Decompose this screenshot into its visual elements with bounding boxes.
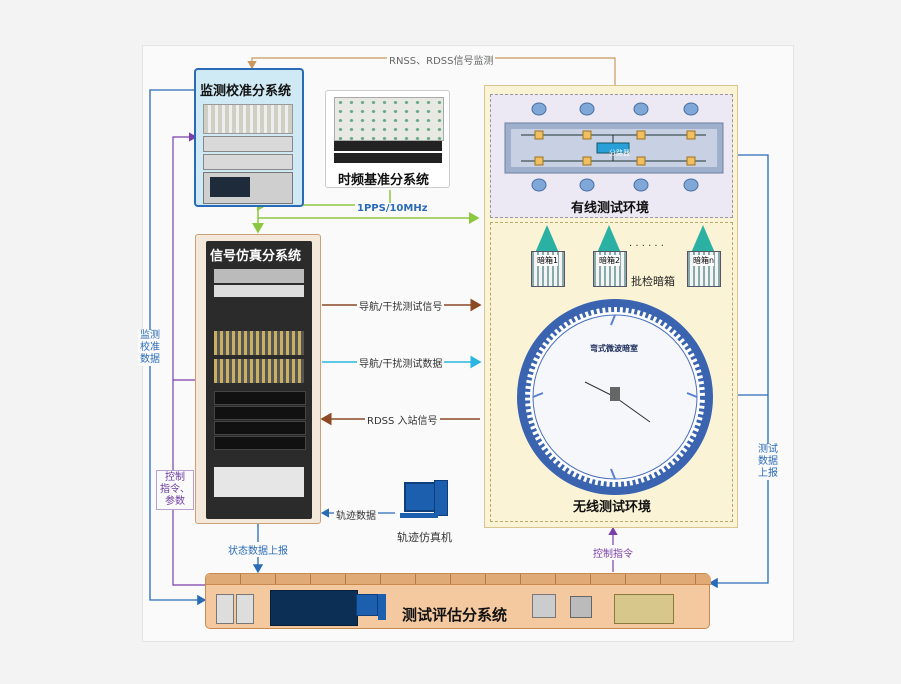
control-line: [172, 132, 205, 586]
control-params-label: 控制 指令、 参数: [156, 470, 194, 510]
test-environment: 分路器 有线测试环境 暗箱1 暗箱2 · · · · · · 暗箱n 批检暗箱: [484, 85, 738, 528]
dark-box-2-antenna: [597, 225, 621, 253]
rack-unit-6: [214, 406, 306, 420]
wired-network-graphic: [504, 102, 724, 192]
track-data-label: 轨迹数据: [334, 507, 378, 522]
control-screen-icon: [270, 590, 358, 626]
report-label-line-1: 测试: [758, 444, 778, 455]
test-report-label: 测试 数据 上报: [755, 444, 781, 480]
track-sim-label: 轨迹仿真机: [395, 529, 454, 545]
rack-unit-4: [214, 359, 304, 383]
report-label-line-3: 上报: [758, 468, 778, 479]
time-freq-unit-2: [334, 153, 442, 163]
instrument-1: [203, 104, 293, 134]
rnss-label: RNSS、RDSS信号监测: [387, 52, 496, 67]
control-cmd-label: 控制指令: [591, 545, 635, 560]
dark-box-2-label: 暗箱2: [599, 255, 621, 266]
instrument-3: [203, 154, 293, 170]
control-station-icon: [614, 594, 674, 624]
anechoic-chamber-graphic: [517, 299, 713, 495]
eval-subsystem-title: 测试评估分系统: [402, 606, 508, 624]
server-icon-2: [236, 594, 254, 624]
wired-test-env[interactable]: 分路器 有线测试环境: [490, 94, 733, 218]
wired-env-title: 有线测试环境: [571, 201, 650, 216]
monitor-data-label: 监测 校准 数据: [138, 330, 162, 366]
dark-box-1-label: 暗箱1: [537, 255, 559, 266]
instrument-stack: [203, 104, 293, 204]
rack-unit-5: [214, 391, 306, 405]
splitter-label: 分路器: [609, 149, 630, 157]
control-label-line-3: 参数: [165, 496, 185, 507]
eval-bus: [206, 574, 711, 585]
dark-box-n-antenna: [691, 225, 715, 253]
track-sim-computer[interactable]: [398, 480, 448, 522]
rack-unit-8: [214, 436, 306, 450]
rack-unit-9: [214, 467, 304, 497]
monitor-subsystem[interactable]: 监测校准分系统: [194, 68, 304, 207]
server-icon-1: [216, 594, 234, 624]
rack-unit-1: [214, 269, 304, 283]
rack-cabinet: 信号仿真分系统: [206, 241, 312, 519]
wireless-env-title: 无线测试环境: [573, 500, 652, 515]
nav-data-label: 导航/干扰测试数据: [357, 355, 445, 370]
rack-unit-2: [214, 285, 304, 297]
control-label-line-2: 指令、: [160, 484, 190, 495]
dark-box-n: 暗箱n: [683, 225, 723, 289]
workstation-icon: [356, 594, 378, 616]
control-label-line-1: 控制: [165, 472, 185, 483]
test-report-line: [708, 154, 769, 589]
time-freq-unit-1: [334, 141, 442, 151]
time-freq-title: 时频基准分系统: [338, 173, 430, 188]
dark-box-dots: · · · · · ·: [629, 241, 664, 252]
printer-icon-2: [570, 596, 592, 618]
signal-sim-title: 信号仿真分系统: [210, 249, 302, 264]
monitor-subsystem-title: 监测校准分系统: [200, 84, 292, 99]
monitor-label-line-3: 数据: [140, 354, 160, 365]
dark-box-1-antenna: [535, 225, 559, 253]
rack-unit-3: [214, 331, 304, 355]
monitor-label-line-1: 监测: [140, 330, 160, 341]
dark-box-2-body: [593, 251, 627, 287]
rack-unit-7: [214, 421, 306, 435]
signal-sim-subsystem[interactable]: 信号仿真分系统: [195, 234, 321, 524]
anechoic-label: 弯式微波暗室: [590, 344, 638, 353]
nav-signal-label: 导航/干扰测试信号: [357, 298, 445, 313]
monitor-label-line-2: 校准: [140, 342, 160, 353]
dark-box-2: 暗箱2: [589, 225, 629, 289]
time-freq-subsystem[interactable]: 时频基准分系统: [325, 90, 450, 188]
workstation-tower-icon: [378, 594, 386, 620]
batch-dark-box-label: 批检暗箱: [631, 275, 675, 288]
tower-icon: [434, 480, 448, 516]
printer-icon-1: [532, 594, 556, 618]
dark-box-1: 暗箱1: [527, 225, 567, 289]
wireless-test-env[interactable]: 暗箱1 暗箱2 · · · · · · 暗箱n 批检暗箱 弯式微波暗室 无: [490, 222, 733, 522]
keyboard-icon: [400, 513, 438, 518]
dark-box-n-label: 暗箱n: [693, 255, 715, 266]
instrument-2: [203, 136, 293, 152]
pps-label: 1PPS/10MHz: [355, 203, 430, 214]
status-report-label: 状态数据上报: [226, 542, 290, 557]
report-label-line-2: 数据: [758, 456, 778, 467]
analyzer-screen: [210, 177, 250, 197]
spectrum-analyzer: [203, 172, 293, 204]
eval-subsystem[interactable]: 测试评估分系统: [205, 573, 711, 629]
rdss-label: RDSS 入站信号: [365, 412, 440, 427]
time-freq-device: [334, 97, 444, 141]
